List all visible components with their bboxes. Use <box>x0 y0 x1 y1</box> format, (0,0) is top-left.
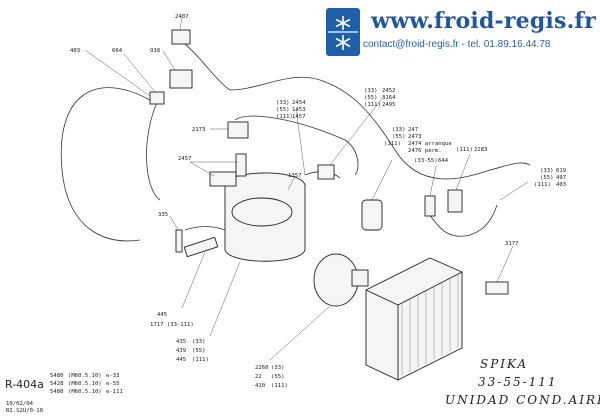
part-335[interactable] <box>175 229 183 253</box>
callout-2452-variant: (33) <box>364 88 377 94</box>
callout-2173[interactable]: 2173 <box>192 127 205 133</box>
callout-664[interactable]: 664 <box>112 48 123 54</box>
callout-1717[interactable]: 1717 (33-111) <box>150 322 194 328</box>
callout-22-variant: (55) <box>271 374 284 380</box>
callout-2495-variant: (111) <box>364 102 381 108</box>
callout-2407[interactable]: 2407 <box>175 14 188 20</box>
code-line-1-variant: e-33 <box>106 373 119 379</box>
part-callouts: 2407 403 664 938 2173 2457 335 1357 3177… <box>70 14 566 389</box>
callout-403[interactable]: 403 <box>70 48 80 54</box>
code-line-3-variant: e-111 <box>106 389 123 395</box>
callout-403b[interactable]: 403 <box>556 182 566 188</box>
condenser-top-edge <box>397 271 463 306</box>
drawing-revision: RI.S2U/0-10 <box>6 408 43 414</box>
callout-2283[interactable]: 2283 <box>474 147 487 153</box>
pressostat-644[interactable] <box>424 195 436 217</box>
part-938[interactable] <box>169 69 193 89</box>
callout-445b-variant: (111) <box>192 357 209 363</box>
callout-497-variant: (55) <box>540 175 553 181</box>
callout-2283-variant: (111) <box>456 147 473 153</box>
callout-3164[interactable]: 3164 <box>382 95 396 101</box>
drawing-date: 10/02/04 <box>6 401 34 407</box>
callout-435-variant: (33) <box>192 339 205 345</box>
contact-line[interactable]: contact@froid-regis.fr - tel. 01.89.16.4… <box>363 39 551 50</box>
part-1717[interactable] <box>183 236 219 258</box>
code-line-2-variant: e-55 <box>106 381 119 387</box>
pressostat-2283[interactable] <box>447 189 463 213</box>
condenser-fins <box>401 275 459 376</box>
callout-1457-variant: (111) <box>276 114 293 120</box>
part-2457[interactable] <box>209 171 237 187</box>
part-2407[interactable] <box>171 29 191 45</box>
callout-439-variant: (55) <box>192 348 205 354</box>
callout-335[interactable]: 335 <box>158 212 168 218</box>
callout-938[interactable]: 938 <box>150 48 161 54</box>
callout-1453[interactable]: 1453 <box>292 107 305 113</box>
callout-410-variant: (111) <box>271 383 288 389</box>
callout-2473-variant: (55) <box>392 134 405 140</box>
fan-motor-22[interactable] <box>351 269 369 287</box>
callout-2474-variant: (111) <box>384 141 401 147</box>
title-block: SPIKA 33-55-111 UNIDAD COND.AIRE R-404a … <box>5 357 600 414</box>
callout-2454[interactable]: 2454 <box>292 100 306 106</box>
model-name: SPIKA <box>480 357 528 371</box>
refrigerant-label: R-404a <box>5 378 44 391</box>
callout-22[interactable]: 22 <box>255 374 262 380</box>
callout-2260[interactable]: 2260 <box>255 365 268 371</box>
callout-619[interactable]: 619 <box>556 168 566 174</box>
callout-497[interactable]: 497 <box>556 175 566 181</box>
callout-247[interactable]: 247 <box>408 127 418 133</box>
callout-1457[interactable]: 1457 <box>292 114 305 120</box>
callout-445b[interactable]: 445 <box>176 357 186 363</box>
callout-435[interactable]: 435 <box>176 339 186 345</box>
callout-410[interactable]: 410 <box>255 383 265 389</box>
callout-2454-variant: (33) <box>276 100 289 106</box>
compressor-top <box>231 197 293 227</box>
code-line-3-model: (M60.5.10) <box>68 389 102 395</box>
callout-403b-variant: (111) <box>534 182 551 188</box>
capacitor-2473[interactable] <box>361 199 383 231</box>
snowflake-logo[interactable] <box>326 8 360 56</box>
part-664[interactable] <box>149 91 165 105</box>
callout-644[interactable]: 644 <box>438 158 449 164</box>
relay-2452[interactable] <box>317 164 335 180</box>
snowflake-icon <box>328 16 358 50</box>
components <box>149 29 509 381</box>
code-line-2-model: (M60.5.10) <box>68 381 102 387</box>
callout-2457[interactable]: 2457 <box>178 156 191 162</box>
model-subtitle: UNIDAD COND.AIRE <box>445 393 600 407</box>
code-line-1-model: (M60.5.10) <box>68 373 102 379</box>
callout-3177[interactable]: 3177 <box>505 241 518 247</box>
fan-blade-2260[interactable] <box>313 253 359 307</box>
terminal-block-3177[interactable] <box>485 281 509 295</box>
callout-247-variant: (33) <box>392 127 405 133</box>
code-line-2: 5428 <box>50 381 64 387</box>
callout-439[interactable]: 439 <box>176 348 186 354</box>
callout-445[interactable]: 445 <box>157 312 167 318</box>
code-line-1: 5480 <box>50 373 63 379</box>
callout-1357[interactable]: 1357 <box>288 173 301 179</box>
code-line-3: 5480 <box>50 389 63 395</box>
site-name[interactable]: www.froid-regis.fr <box>371 8 596 34</box>
callout-2474[interactable]: 2474 arranque <box>408 141 452 147</box>
leader-lines <box>84 16 529 361</box>
part-2173[interactable] <box>227 121 249 139</box>
callout-2473[interactable]: 2473 <box>408 134 421 140</box>
part-1357[interactable] <box>235 153 247 177</box>
callout-2495[interactable]: 2495 <box>382 102 395 108</box>
callout-2476[interactable]: 2476 perm. <box>408 148 442 154</box>
callout-1453-variant: (55) <box>276 107 289 113</box>
callout-2260-variant: (33) <box>271 365 284 371</box>
model-variants: 33-55-111 <box>478 375 558 389</box>
brand-header: www.froid-regis.fr contact@froid-regis.f… <box>0 0 600 60</box>
callout-619-variant: (33) <box>540 168 553 174</box>
callout-3164-variant: (55) <box>364 95 377 101</box>
callout-2452[interactable]: 2452 <box>382 88 395 94</box>
callout-644-variant: (33-55) <box>414 158 438 164</box>
